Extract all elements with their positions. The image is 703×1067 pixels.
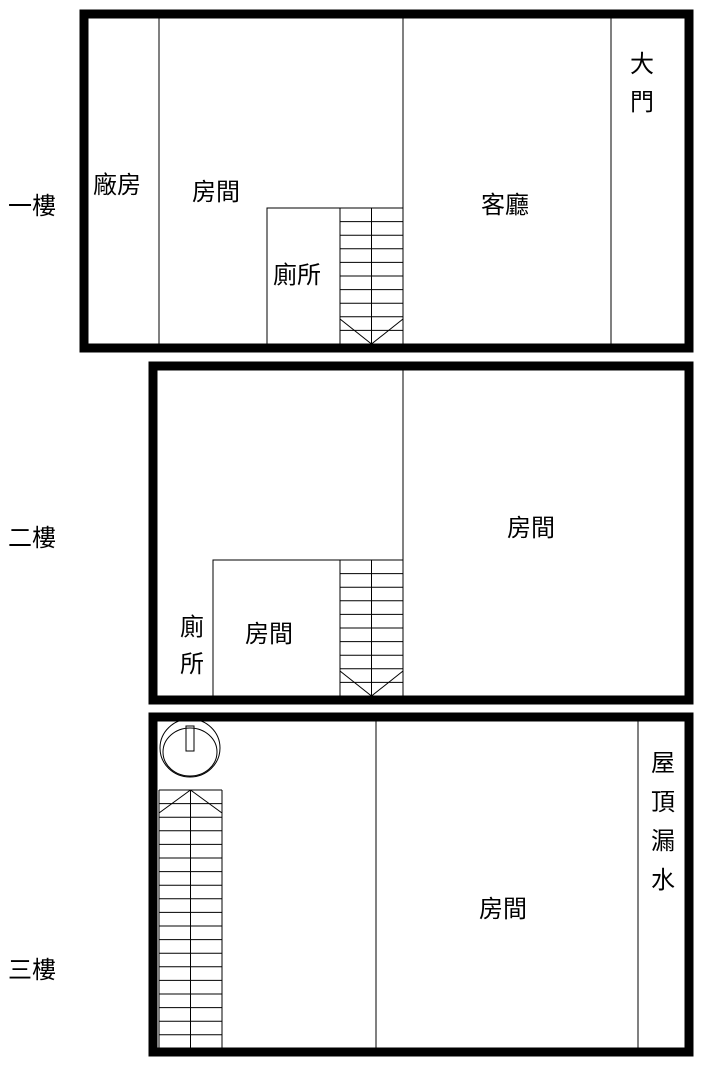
stair-line <box>158 789 191 814</box>
room-label: 廁 <box>180 613 204 641</box>
stair-line <box>339 670 372 697</box>
floor-label-3: 三樓 <box>8 956 56 984</box>
room-label: 屋 <box>651 749 675 777</box>
room-label: 門 <box>630 88 654 116</box>
staircase <box>339 559 404 697</box>
room-label: 所 <box>180 650 204 678</box>
stair-line <box>339 318 372 345</box>
stair-line <box>190 789 223 814</box>
room-label: 頂 <box>651 788 675 816</box>
room-label: 房間 <box>192 178 240 206</box>
room-label: 房間 <box>507 514 555 542</box>
room-label: 漏 <box>651 827 675 855</box>
room-label: 廁所 <box>273 261 321 289</box>
room-label: 房間 <box>479 895 527 923</box>
staircase <box>339 207 404 345</box>
room-label: 大 <box>630 50 654 78</box>
floor-label-2: 二樓 <box>8 524 56 552</box>
floor-label-1: 一樓 <box>8 192 56 220</box>
room-label: 廠房 <box>93 171 141 199</box>
stair-line <box>371 318 404 345</box>
staircase <box>158 789 223 1049</box>
stair-line <box>371 670 404 697</box>
floor1-outline <box>79 9 694 353</box>
room-label: 客廳 <box>481 191 529 219</box>
floor3-outline <box>148 712 694 1057</box>
sink-icon <box>159 718 221 778</box>
room-label: 房間 <box>245 620 293 648</box>
room-label: 水 <box>651 866 675 894</box>
floor2-outline <box>148 361 694 705</box>
